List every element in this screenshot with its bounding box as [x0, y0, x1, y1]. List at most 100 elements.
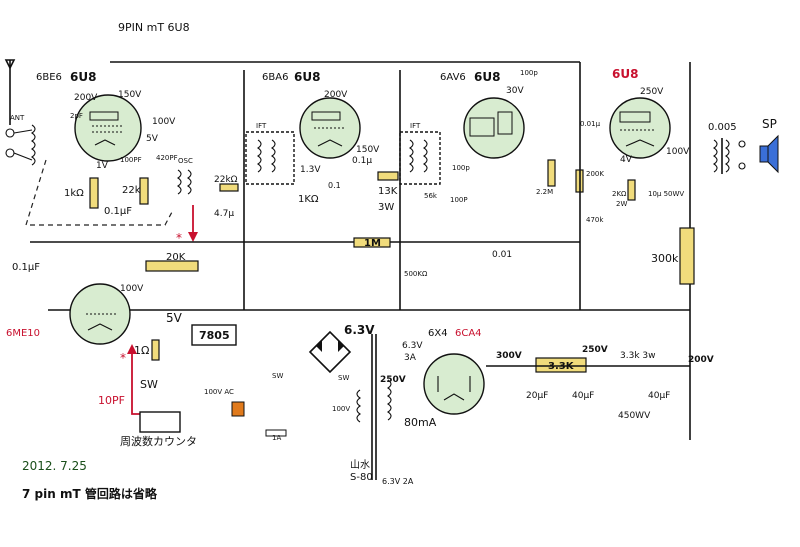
output-tube — [609, 97, 671, 159]
resistor-13k-watt-label: 3W — [378, 202, 394, 213]
ift1 — [245, 131, 295, 185]
osc-label: OSC — [178, 157, 193, 165]
output-plate-voltage: 250V — [640, 87, 664, 97]
resistor-22k — [139, 177, 149, 205]
converter-plate-voltage: 200V — [74, 93, 98, 103]
resistor-22m-label: 2.2M — [536, 188, 553, 196]
cap-420pf-label: 420PF — [156, 154, 178, 162]
resistor-22m — [547, 159, 556, 187]
output-transformer — [713, 138, 746, 174]
if-tube-type-a: 6BA6 — [262, 72, 288, 83]
cap-01uf-b-label: 0.1μF — [12, 262, 40, 273]
frequency-counter-label: 周波数カウンタ — [120, 435, 197, 448]
resistor-1k — [89, 177, 99, 209]
resistor-20k — [145, 260, 199, 272]
cap-2pf-label: 2pF — [70, 112, 83, 120]
secondary-80ma-label: 80mA — [404, 416, 437, 429]
power-transformer — [356, 334, 392, 480]
heater-63v-2a-label: 6.3V 2A — [382, 477, 414, 486]
secondary-250v-label: 250V — [380, 375, 406, 385]
converter-tube-type-a: 6BE6 — [36, 72, 62, 83]
rectifier-tube-type-a: 6X4 — [428, 328, 448, 339]
ac-input-label: 100V AC — [204, 388, 234, 396]
ift1-label: IFT — [256, 122, 267, 130]
speaker-icon — [759, 134, 779, 174]
switch-top-label: SW — [272, 372, 283, 380]
cap-01-if-label: 0.1 — [328, 181, 341, 190]
cap-10pf-label: 10PF — [98, 394, 125, 407]
cap-0005-label: 0.005 — [708, 122, 737, 133]
resistor-200k-label: 200K — [586, 170, 604, 178]
resistor-20k-label: 20K — [166, 252, 186, 263]
if-tube — [299, 97, 361, 159]
converter-screen-voltage: 150V — [118, 90, 142, 100]
resistor-1ohm-label: 1Ω — [134, 344, 149, 357]
cap-100p-top-label: 100p — [520, 69, 538, 77]
cap-01u-if-label: 0.1μ — [352, 156, 372, 166]
resistor-2k-watt-label: 2W — [616, 200, 627, 208]
bridge-rectifier — [308, 330, 352, 374]
ac-plug — [231, 401, 245, 417]
counter-tube — [69, 283, 131, 345]
resistor-500k-label: 500KΩ — [404, 270, 428, 278]
primary-100v-label: 100V — [332, 405, 350, 413]
b-plus-200v-label: 200V — [688, 355, 714, 365]
counter-plate-voltage: 100V — [120, 284, 144, 294]
cap-100p-b-label: 100P — [450, 196, 468, 204]
resistor-22k-b — [219, 183, 239, 192]
b-plus-300v-label: 300V — [496, 351, 522, 361]
heater-3a-label: 3A — [404, 353, 417, 363]
star-1: * — [176, 231, 182, 245]
resistor-2k-label: 2KΩ — [612, 190, 627, 198]
if-tube-type-b: 6U8 — [294, 70, 320, 84]
osc-coil — [177, 169, 192, 195]
cap-47u-label: 4.7μ — [214, 209, 234, 219]
regulator-7805-label: 7805 — [199, 329, 230, 342]
resistor-1ohm — [151, 339, 160, 361]
cap-40uf-b-label: 40μF — [648, 391, 670, 401]
resistor-33k-3w-label: 3.3k 3w — [620, 351, 655, 361]
speaker-label: SP — [762, 117, 777, 131]
resistor-56k-label: 56k — [424, 192, 438, 200]
converter-tube-type-b: 6U8 — [70, 70, 96, 84]
transformer-brand: 山水 — [350, 459, 370, 471]
if-cathode-voltage: 1.3V — [300, 165, 321, 175]
frequency-counter — [139, 411, 181, 433]
resistor-2k — [627, 179, 636, 201]
transformer-model: S-80 — [350, 472, 373, 483]
date-label: 2012. 7.25 — [22, 459, 87, 473]
antenna-symbol — [4, 59, 16, 125]
regulator-7805 — [191, 324, 237, 346]
cap-20uf-label: 20μF — [526, 391, 548, 401]
heater-63v-3a-label: 6.3V — [402, 341, 423, 351]
heater-63v-label: 6.3V — [344, 323, 375, 337]
resistor-13k-label: 13K — [378, 186, 398, 197]
if-plate-voltage: 200V — [324, 90, 348, 100]
detector-tube — [463, 97, 525, 159]
counter-tube-type: 6ME10 — [6, 328, 40, 339]
converter-grid-voltage: 100V — [152, 117, 176, 127]
if-screen-voltage: 150V — [356, 145, 380, 155]
detector-plate-voltage: 30V — [506, 86, 524, 96]
fuse-label: 1A — [272, 434, 281, 442]
cap-100p-a-label: 100p — [452, 164, 470, 172]
output-screen-voltage: 100V — [666, 147, 690, 157]
resistor-1m — [353, 237, 391, 248]
rectifier-tube — [423, 353, 485, 415]
fuse — [265, 429, 287, 437]
switch-small-label: SW — [338, 374, 349, 382]
cap-001-b-label: 0.01 — [492, 250, 512, 260]
resistor-1k-if-label: 1KΩ — [298, 194, 319, 205]
resistor-33k — [535, 357, 587, 373]
cap-100pf-label: 100PF — [120, 156, 142, 164]
ift2 — [399, 131, 441, 185]
resistor-470k-label: 470k — [586, 216, 604, 224]
b-plus-250v-label: 250V — [582, 345, 608, 355]
antenna-coil — [5, 124, 36, 166]
resistor-22k-label: 22k — [122, 185, 141, 196]
detector-tube-type-a: 6AV6 — [440, 72, 466, 83]
converter-tube — [74, 94, 142, 162]
resistor-300k-label: 300k — [651, 252, 679, 265]
switch-label: SW — [140, 378, 158, 391]
